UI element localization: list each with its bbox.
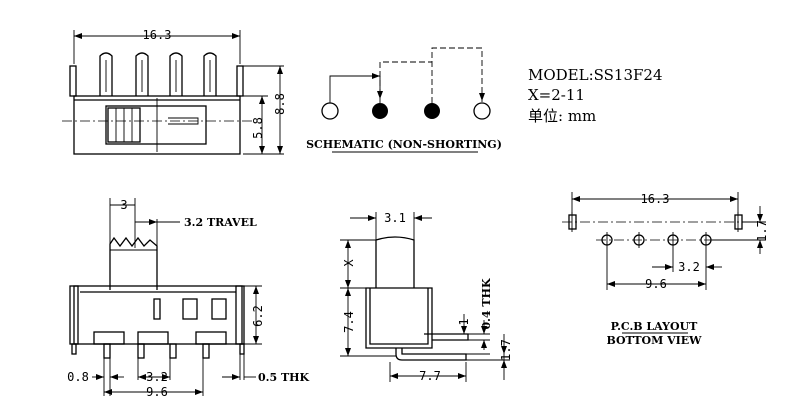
x-range-line: X=2-11 [528,86,585,104]
pcb-caption: P.C.B LAYOUT [611,320,699,333]
schematic-caption: SCHEMATIC (NON-SHORTING) [306,138,502,151]
schematic: SCHEMATIC (NON-SHORTING) [306,47,502,153]
unit-line: 单位: mm [528,107,596,125]
pin-width-label: 0.8 [67,370,89,384]
front-view: 16.3 5.8 8.8 [62,28,287,155]
side-actuator-width-label: 3 [120,198,127,212]
end-depth-label: 7.7 [419,369,441,383]
side-body-height-label: 6.2 [251,305,265,327]
model-line: MODEL:SS13F24 [528,66,663,84]
tab-thk-label: 0.4 THK [480,278,493,330]
end-view: 3.1 X 7.4 1 0.4 THK 1. [340,211,513,383]
front-body-height-label: 5.8 [251,117,265,139]
pcb-width-label: 16.3 [641,192,670,206]
pcb-span-label: 9.6 [645,277,667,291]
tab-1-label: 1 [457,318,471,325]
front-total-height-label: 8.8 [273,93,287,115]
side-thickness-label: 0.5 THK [258,371,310,384]
end-x-label: X [342,259,356,267]
terminal-circle-filled [372,103,388,119]
end-actuator-width-label: 3.1 [384,211,406,225]
pcb-layout: 16.3 1.7 3.2 [562,192,769,347]
terminal-circle-filled [424,103,440,119]
terminal-circle-open [321,102,339,120]
front-width-label: 16.3 [143,28,172,42]
terminal-circle-open [473,102,491,120]
pcb-pitch-label: 3.2 [678,260,700,274]
mounting-slot [568,214,577,230]
end-body-height-label: 7.4 [342,311,356,333]
end-pin-len-label: 1.7 [499,339,513,361]
model-info: MODEL:SS13F24 X=2-11 单位: mm [528,66,663,125]
side-pitch-label: 3.2 [146,370,168,384]
bottom-view-caption: BOTTOM VIEW [606,334,702,347]
travel-label: 3.2 TRAVEL [184,216,257,229]
pcb-offset-label: 1.7 [755,220,769,242]
side-view: 3 3.2 TRAVEL 6.2 [67,198,310,399]
side-span-label: 9.6 [146,385,168,399]
